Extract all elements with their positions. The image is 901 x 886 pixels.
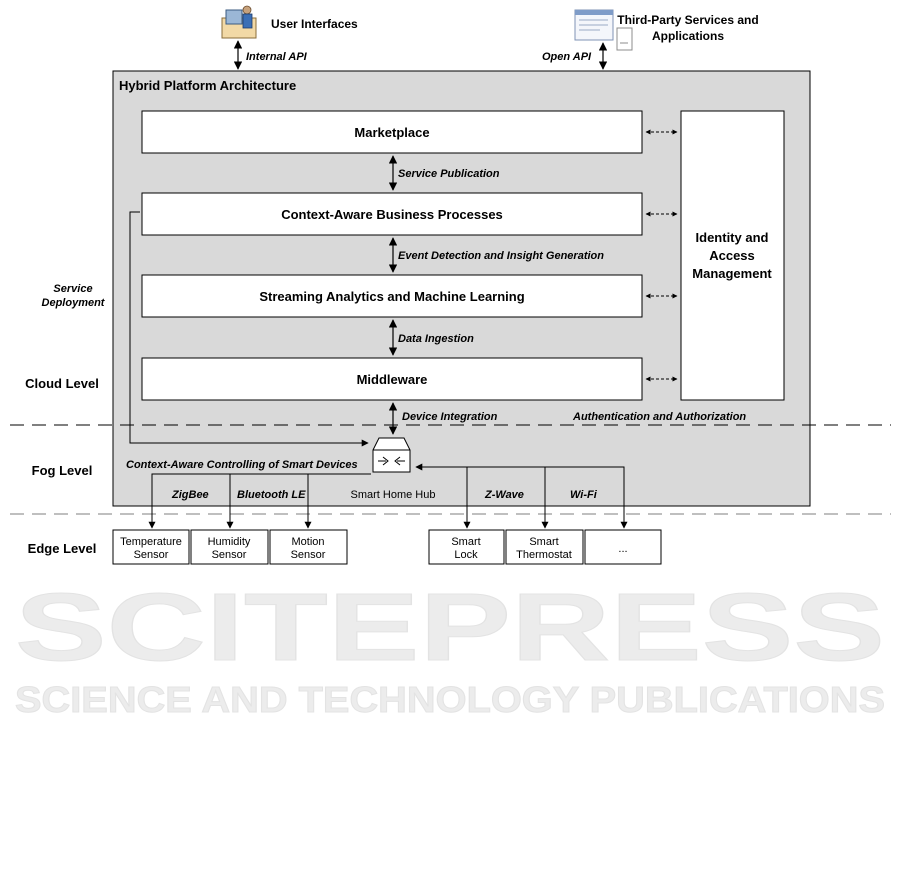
context-control-label: Context-Aware Controlling of Smart Devic… [126,459,358,471]
middleware-box [141,357,643,401]
device-motion: Motion Sensor [269,529,348,565]
humidity-line2: Sensor [212,549,247,561]
iam-label-line2: Access [709,248,755,263]
service-deployment-label-line2: Deployment [42,297,106,309]
hub-icon [372,437,411,473]
device-thermostat: Smart Thermostat [505,529,584,565]
platform-title: Hybrid Platform Architecture [119,78,296,93]
thermostat-line1: Smart [529,536,558,548]
streaming-label: Streaming Analytics and Machine Learning [259,289,524,304]
watermark-main: SCITEPRESS [15,574,885,681]
fog-level-label: Fog Level [32,463,93,478]
edge-level-label: Edge Level [28,541,97,556]
device-integration-label: Device Integration [402,411,498,423]
authentication-label: Authentication and Authorization [572,411,746,423]
device-humidity: Humidity Sensor [190,529,269,565]
streaming-box [141,274,643,318]
marketplace-box [141,110,643,154]
zwave-label: Z-Wave [484,489,524,501]
lock-line2: Lock [454,549,478,561]
user-interfaces-icon [221,5,257,39]
user-interfaces-label: User Interfaces [271,17,358,31]
iam-connectors [645,129,678,382]
open-api-label: Open API [542,51,592,63]
humidity-line1: Humidity [208,536,251,548]
device-temperature: Temperature Sensor [112,529,190,565]
data-ingestion-label: Data Ingestion [398,333,474,345]
iam-label-line1: Identity and [696,230,769,245]
iam-box [680,110,785,401]
third-party-icon [574,9,633,51]
event-detection-label: Event Detection and Insight Generation [398,250,604,262]
internal-api-label: Internal API [246,51,308,63]
service-deployment-label-line1: Service [53,283,92,295]
device-more: ... [584,529,662,565]
motion-line2: Sensor [291,549,326,561]
motion-line1: Motion [291,536,324,548]
lock-line1: Smart [451,536,480,548]
watermark-sub: SCIENCE AND TECHNOLOGY PUBLICATIONS [15,679,885,720]
service-publication-label: Service Publication [398,168,500,180]
hub-device-lines [148,463,628,529]
service-deployment-line [129,211,369,447]
bluetooth-label: Bluetooth LE [237,489,306,501]
temperature-line2: Sensor [134,549,169,561]
thermostat-line2: Thermostat [516,549,572,561]
middleware-label: Middleware [357,372,428,387]
device-lock: Smart Lock [428,529,505,565]
zigbee-label: ZigBee [171,489,209,501]
third-party-label-line2: Applications [652,29,724,43]
temperature-line1: Temperature [120,536,182,548]
wifi-label: Wi-Fi [570,489,598,501]
watermark: SCITEPRESS SCIENCE AND TECHNOLOGY PUBLIC… [15,574,886,721]
business-processes-box [141,192,643,236]
more-label: ... [618,543,627,555]
business-processes-label: Context-Aware Business Processes [281,207,503,222]
hub-label: Smart Home Hub [351,489,436,501]
iam-label-line3: Management [692,266,772,281]
third-party-label-line1: Third-Party Services and [617,13,758,27]
marketplace-label: Marketplace [354,125,429,140]
cloud-level-label: Cloud Level [25,376,99,391]
